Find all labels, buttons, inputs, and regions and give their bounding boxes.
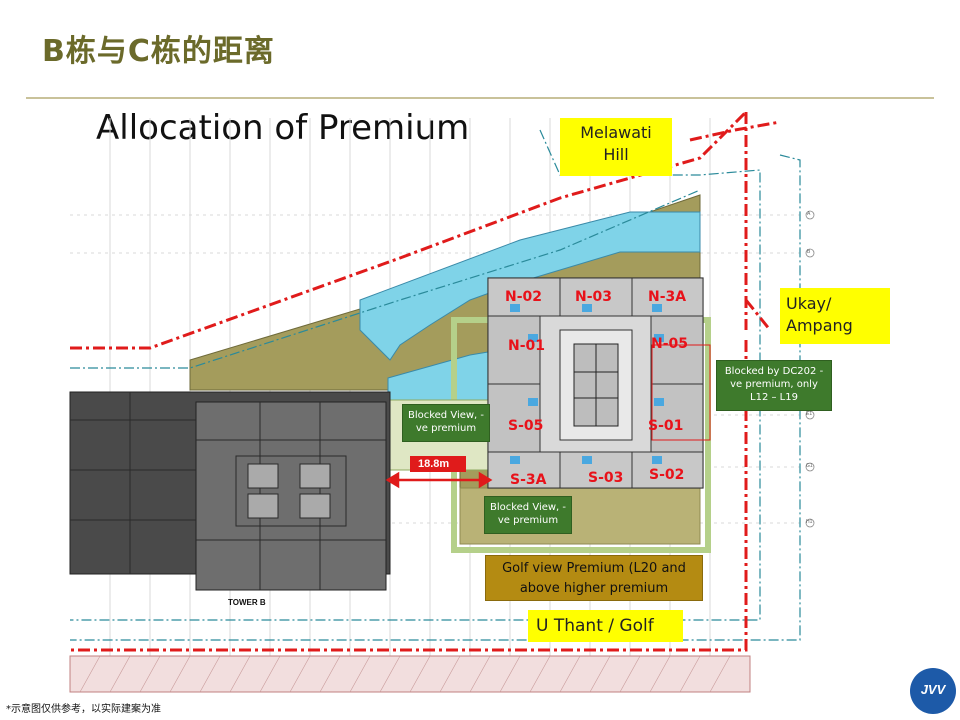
- unit-label-s01: S-01: [648, 418, 684, 434]
- unit-label-s03: S-03: [588, 470, 624, 486]
- distance-label-bg: [410, 456, 466, 472]
- ukay-ampang-label: Ukay/ Ampang: [780, 288, 890, 344]
- hatched-strip: [69, 655, 751, 693]
- title-divider: [26, 97, 934, 99]
- grid-label: H1: [806, 519, 813, 525]
- dc202-extent: [651, 344, 711, 441]
- golf-view-premium-note: Golf view Premium (L20 and above higher …: [485, 555, 703, 601]
- distance-label: 18.8m: [418, 458, 450, 470]
- grid-markers: [805, 210, 815, 528]
- u-thant-golf-label: U Thant / Golf: [528, 610, 683, 642]
- unit-label-s02: S-02: [649, 467, 685, 483]
- grid-label: A: [807, 211, 811, 217]
- tower-b-block: [69, 391, 391, 591]
- diagram-heading: Allocation of Premium: [96, 108, 470, 148]
- unit-label-n05: N-05: [651, 336, 689, 352]
- company-logo: JVV: [910, 668, 956, 714]
- blocked-view-note-west: Blocked View, -ve premium: [402, 404, 490, 442]
- disclaimer-footnote: *示意图仅供参考，以实际建案为准: [6, 704, 161, 715]
- slide-title: B栋与C栋的距离: [42, 34, 275, 69]
- unit-label-n01: N-01: [508, 338, 546, 354]
- unit-label-s3a: S-3A: [510, 472, 547, 488]
- unit-label-s05: S-05: [508, 418, 544, 434]
- site-boundary: [70, 110, 781, 652]
- tower-c-floorplate: [487, 277, 704, 489]
- melawati-hill-label: Melawati Hill: [560, 118, 672, 176]
- tower-b-label: TOWER B: [228, 598, 266, 607]
- distance-arrow: [385, 471, 493, 489]
- blocked-view-note-south: Blocked View, -ve premium: [484, 496, 572, 534]
- blocked-dc202-note: Blocked by DC202 -ve premium, only L12 –…: [716, 360, 832, 411]
- grid-label: B: [807, 249, 811, 255]
- unit-label-n3a: N-3A: [648, 289, 687, 305]
- grid-label: G1: [806, 463, 813, 469]
- unit-label-n02: N-02: [505, 289, 543, 305]
- unit-label-n03: N-03: [575, 289, 613, 305]
- grid-label: E1: [806, 411, 813, 417]
